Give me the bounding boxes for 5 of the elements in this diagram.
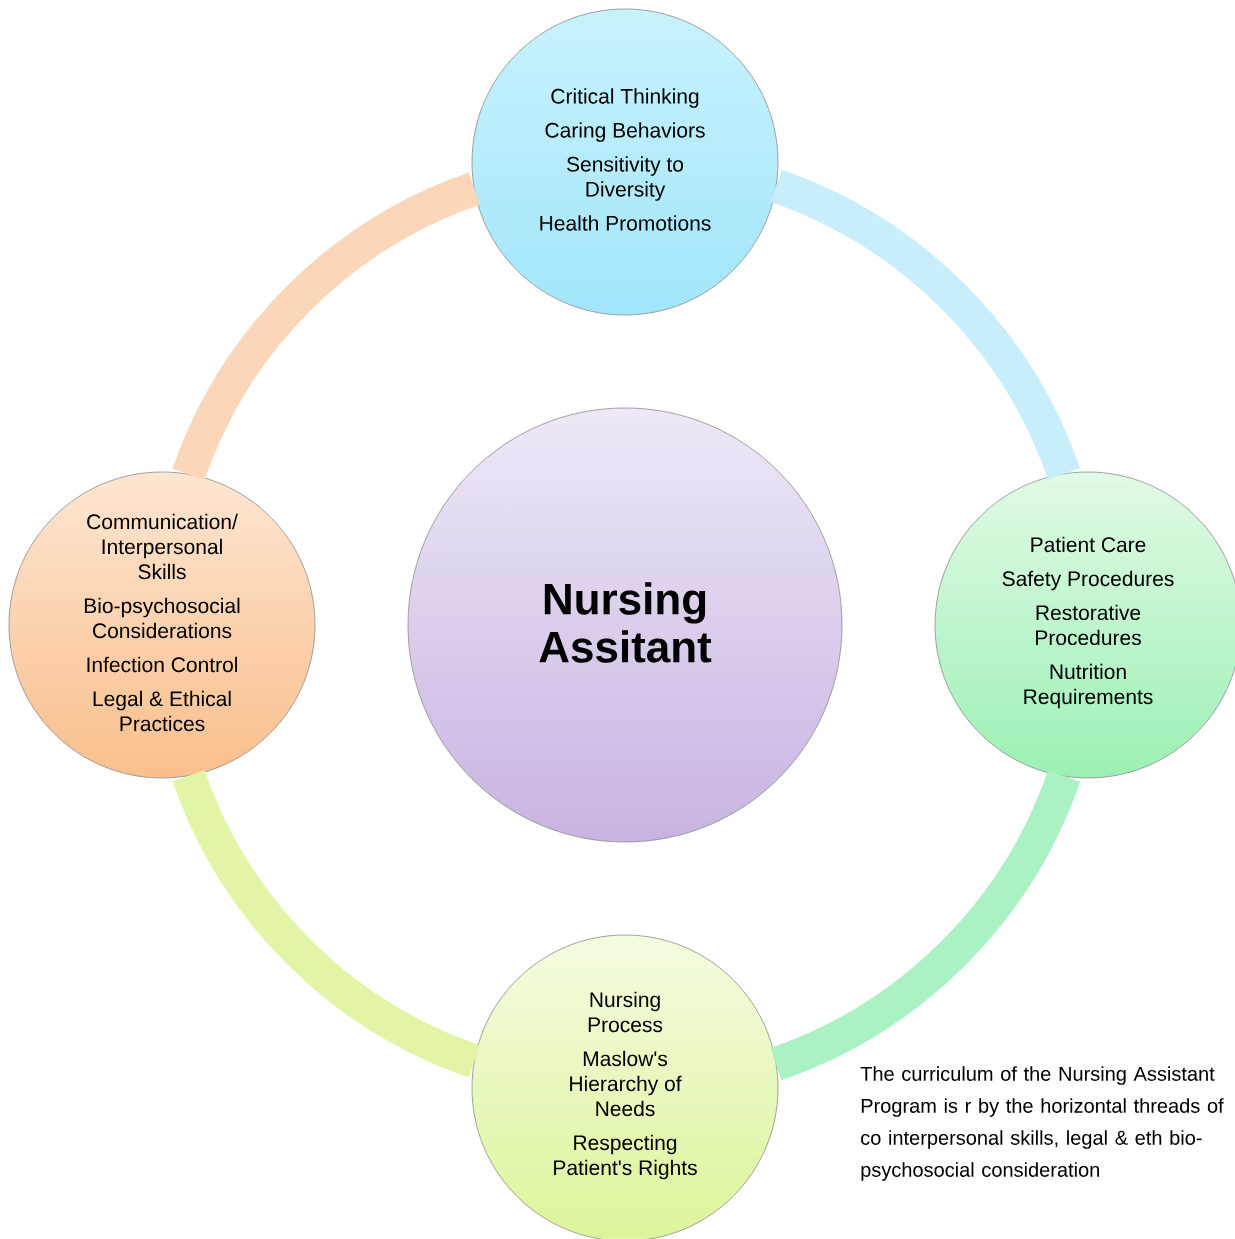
ring-arc	[770, 170, 1080, 480]
ring-arc	[172, 172, 481, 481]
ring-arc	[770, 769, 1080, 1080]
paragraph: The curriculum of the Nursing Assistant Program is r by the horizontal threads of co interpersonal skills, legal & eth bio-psychosocial consideration	[860, 1066, 1224, 1181]
ring-arc	[172, 769, 481, 1078]
